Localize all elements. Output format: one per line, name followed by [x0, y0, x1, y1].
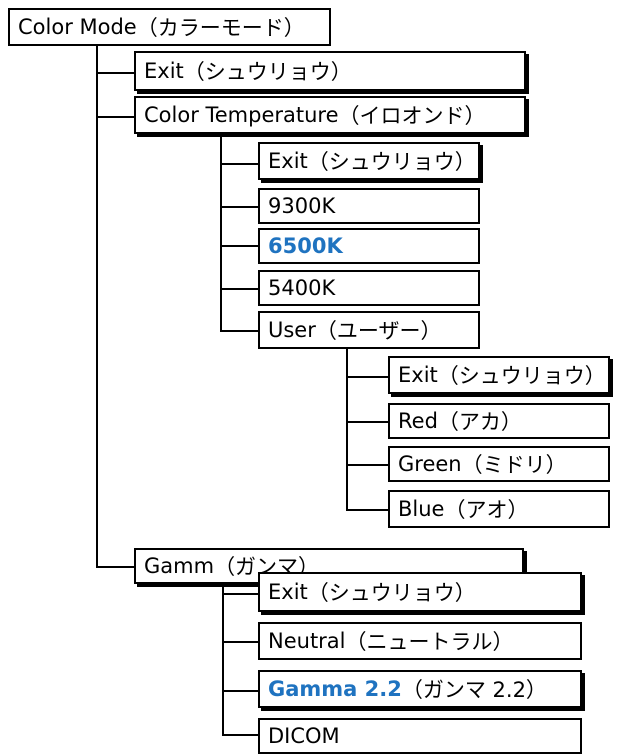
menu-item-reading: （ニュートラル）: [345, 630, 514, 654]
menu-item-label: Gamma 2.2: [268, 677, 402, 701]
menu-item-label: Green: [398, 452, 462, 476]
connector-root-trunk: [96, 46, 98, 566]
menu-item-label: 5400K: [268, 276, 336, 300]
connector-ct-9300k: [220, 206, 258, 208]
connector-gamma-dicom: [222, 734, 258, 736]
connector-root-gamma: [96, 566, 134, 568]
menu-item-label: Exit: [144, 59, 184, 83]
menu-item-reading: （ガンマ 2.2）: [401, 678, 547, 702]
menu-item-reading: （イロオンド）: [338, 104, 486, 128]
menu-item-label: Exit: [268, 149, 308, 173]
menu-item-reading: （ユーザー）: [315, 319, 442, 343]
menu-item-label: 6500K: [268, 234, 343, 258]
connector-user-blue: [346, 509, 388, 511]
menu-item-label: Exit: [268, 580, 308, 604]
menu-item-user[interactable]: User（ユーザー）: [258, 311, 480, 349]
menu-item-6500k[interactable]: 6500K: [258, 228, 480, 264]
menu-item-reading: （ミドリ）: [461, 453, 567, 477]
connector-user-red: [346, 421, 388, 423]
menu-item-reading: （アカ）: [437, 410, 522, 434]
menu-item-reading: （カラーモード）: [136, 16, 305, 40]
menu-item-gamma-2-2[interactable]: Gamma 2.2（ガンマ 2.2）: [258, 670, 582, 708]
connector-ct-user: [220, 330, 258, 332]
menu-item-label: Neutral: [268, 629, 346, 653]
menu-item-label: Exit: [398, 363, 438, 387]
menu-item-dicom[interactable]: DICOM: [258, 718, 582, 754]
menu-item-5400k[interactable]: 5400K: [258, 270, 480, 306]
menu-item-9300k[interactable]: 9300K: [258, 188, 480, 224]
connector-gamma-trunk: [222, 586, 224, 736]
menu-item-label: Gamm: [144, 554, 215, 578]
connector-ct-trunk: [220, 135, 222, 331]
menu-item-reading: （シュウリョウ）: [307, 581, 476, 605]
menu-item-label: User: [268, 318, 316, 342]
menu-item-exit[interactable]: Exit（シュウリョウ）: [134, 51, 526, 91]
menu-item-ct-exit[interactable]: Exit（シュウリョウ）: [258, 142, 480, 180]
connector-user-exit: [346, 376, 388, 378]
menu-item-label: Color Mode: [18, 15, 137, 39]
menu-item-reading: （シュウリョウ）: [437, 364, 606, 388]
connector-gamma-exit: [222, 593, 258, 595]
menu-item-label: Red: [398, 409, 438, 433]
menu-item-red[interactable]: Red（アカ）: [388, 403, 610, 439]
menu-item-label: Blue: [398, 497, 445, 521]
menu-item-label: 9300K: [268, 194, 336, 218]
connector-user-trunk: [346, 347, 348, 511]
menu-item-color-temperature[interactable]: Color Temperature（イロオンド）: [134, 96, 526, 134]
menu-item-reading: （アオ）: [444, 498, 529, 522]
menu-item-user-exit[interactable]: Exit（シュウリョウ）: [388, 356, 610, 394]
connector-ct-5400k: [220, 288, 258, 290]
connector-gamma-2-2: [222, 690, 258, 692]
menu-item-blue[interactable]: Blue（アオ）: [388, 490, 610, 528]
menu-item-reading: （シュウリョウ）: [307, 150, 476, 174]
menu-item-gamma-exit[interactable]: Exit（シュウリョウ）: [258, 572, 582, 612]
menu-item-green[interactable]: Green（ミドリ）: [388, 446, 610, 482]
menu-item-label: Color Temperature: [144, 103, 339, 127]
connector-gamma-neutral: [222, 641, 258, 643]
connector-user-green: [346, 464, 388, 466]
menu-item-color-mode[interactable]: Color Mode（カラーモード）: [8, 8, 331, 46]
menu-item-reading: （シュウリョウ）: [183, 60, 352, 84]
connector-root-color-temperature: [96, 116, 134, 118]
connector-ct-exit: [220, 163, 258, 165]
connector-ct-6500k: [220, 245, 258, 247]
menu-item-neutral[interactable]: Neutral（ニュートラル）: [258, 622, 582, 660]
connector-root-exit: [96, 72, 134, 74]
menu-item-label: DICOM: [268, 724, 340, 748]
